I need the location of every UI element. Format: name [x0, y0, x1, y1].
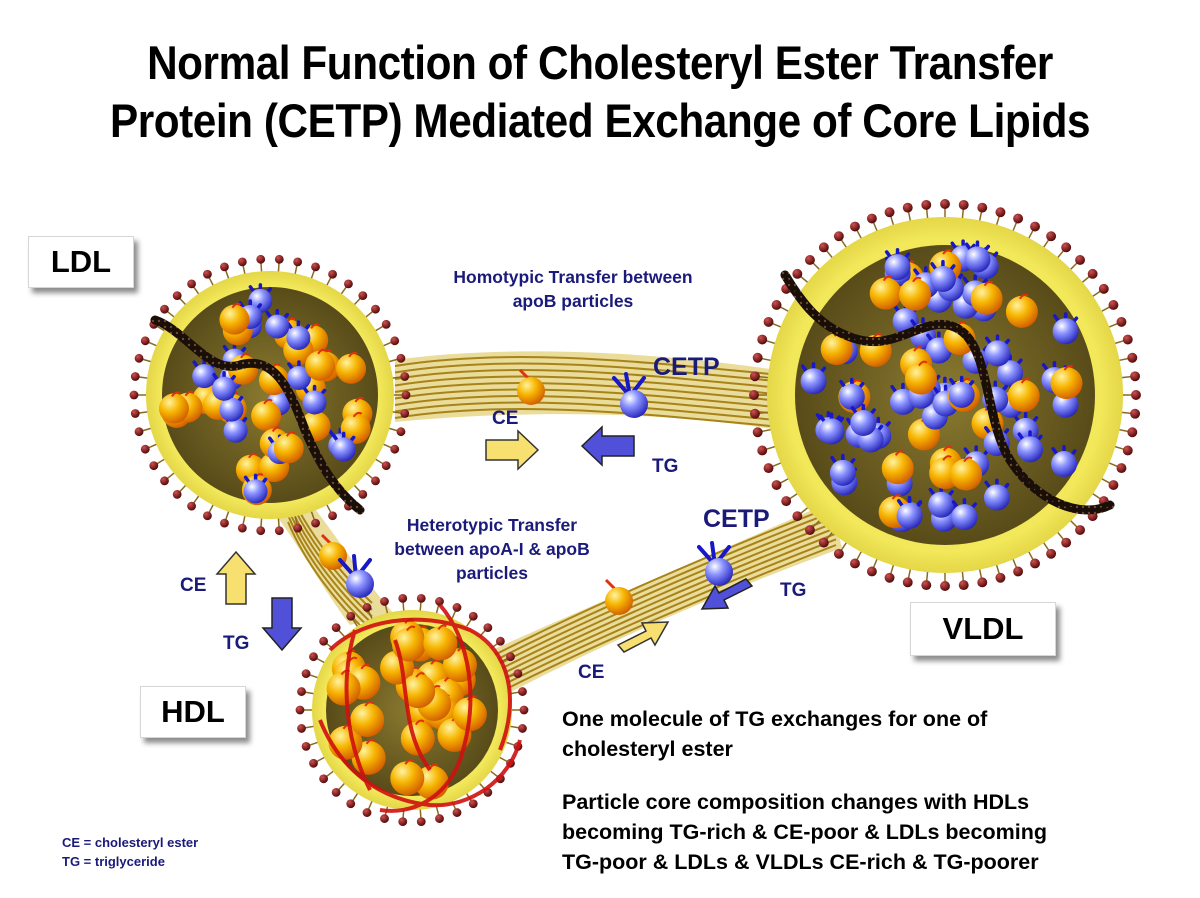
- hdl-label: HDL: [161, 694, 225, 729]
- ce-arrow-icon: [215, 550, 257, 605]
- legend-tg: TG = triglyceride: [62, 854, 165, 869]
- note-composition: Particle core composition changes with H…: [562, 790, 1047, 874]
- tg-molecule-icon: [612, 372, 648, 418]
- vldl-label-box: VLDL: [910, 602, 1056, 656]
- page-title: Normal Function of Cholesteryl Ester Tra…: [60, 34, 1140, 150]
- ce-label-mid: CE: [578, 662, 605, 683]
- ce-label-left: CE: [180, 575, 207, 596]
- ce-label-top: CE: [492, 408, 519, 429]
- ce-molecule-icon: [517, 368, 545, 405]
- ldl-particle: [129, 254, 411, 536]
- ce-arrow-icon: [616, 621, 670, 653]
- title-line-2: Protein (CETP) Mediated Exchange of Core…: [109, 94, 1091, 147]
- hdl-label-box: HDL: [140, 686, 246, 738]
- abbreviation-legend: CE = cholesteryl ester TG = triglyceride: [62, 833, 198, 871]
- tg-arrow-icon: [261, 597, 303, 652]
- tg-molecule-icon: [697, 541, 733, 586]
- tg-label-left: TG: [223, 633, 250, 654]
- heterotypic-transfer-label: Heterotypic Transfer between apoA-I & ap…: [394, 515, 590, 583]
- tg-arrow-icon: [580, 425, 635, 467]
- ce-molecule-icon: [604, 578, 633, 615]
- vldl-particle: [749, 199, 1141, 591]
- ldl-label-box: LDL: [28, 236, 134, 288]
- ldl-label: LDL: [50, 244, 112, 279]
- vldl-label: VLDL: [942, 611, 1024, 646]
- legend-ce: CE = cholesteryl ester: [62, 835, 199, 850]
- note-exchange: One molecule of TG exchanges for one of …: [562, 707, 988, 761]
- tg-molecule-icon: [338, 554, 374, 598]
- cetp-label-top: CETP: [653, 353, 720, 381]
- cetp-tube-homotypic: [394, 351, 793, 432]
- cetp-label-mid: CETP: [703, 505, 770, 533]
- ce-arrow-icon: [485, 429, 540, 471]
- title-line-1: Normal Function of Cholesteryl Ester Tra…: [147, 36, 1053, 89]
- tg-label-top: TG: [652, 456, 679, 477]
- hdl-particle: [295, 593, 529, 827]
- tg-arrow-icon: [700, 578, 754, 610]
- tg-label-mid: TG: [780, 580, 807, 601]
- homotypic-transfer-label: Homotypic Transfer between apoB particle…: [453, 267, 693, 311]
